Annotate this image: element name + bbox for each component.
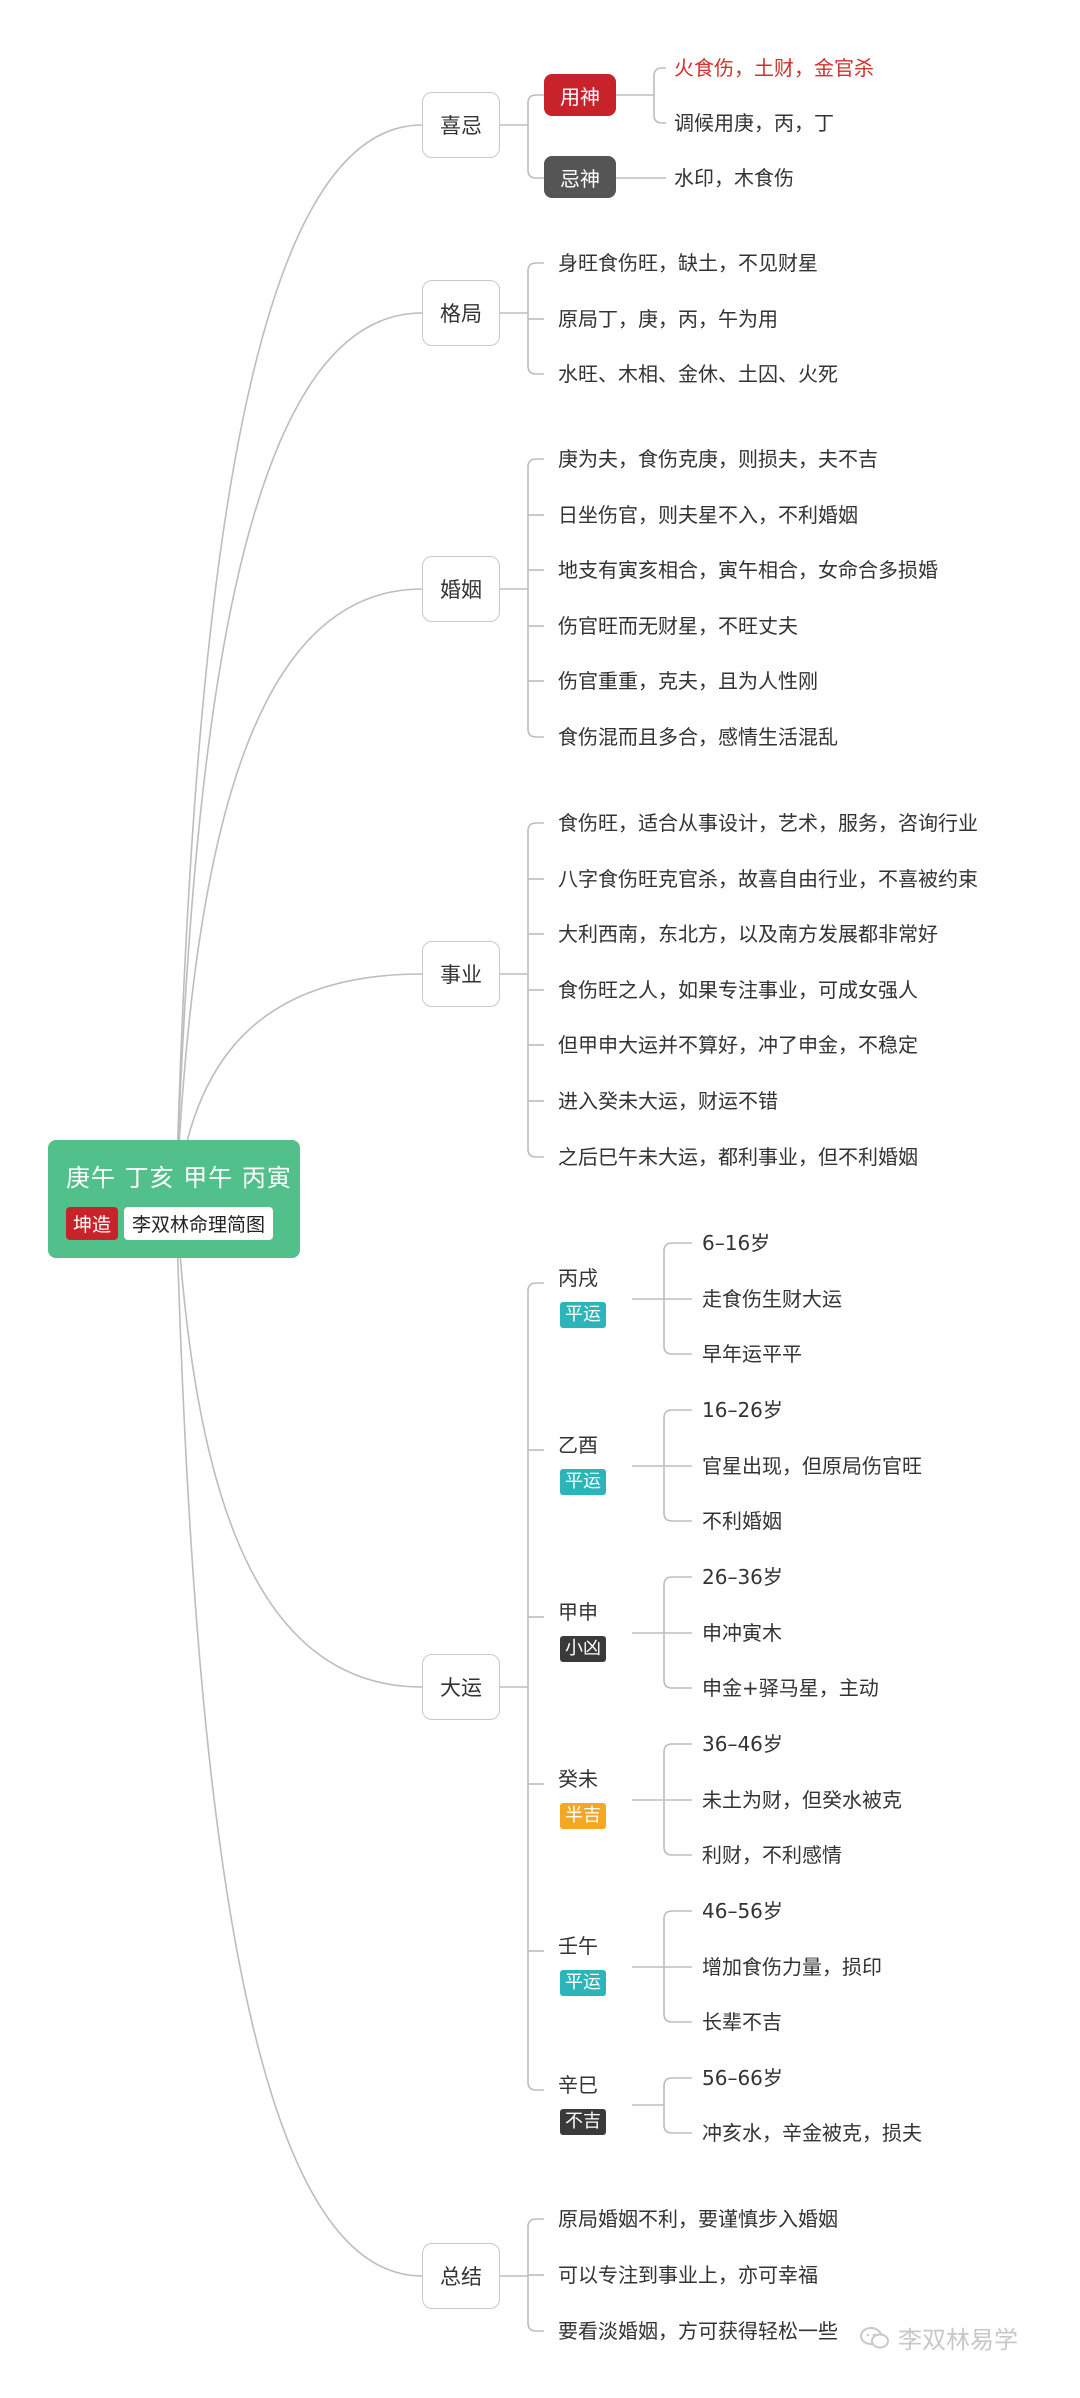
branch-xiji[interactable]: 喜忌	[422, 92, 500, 158]
yongshen-item: 调候用庚，丙，丁	[674, 111, 834, 135]
xiji-tick	[527, 94, 544, 104]
shiye-item: 八字食伤旺克官杀，故喜自由行业，不喜被约束	[558, 867, 978, 891]
period-3-tick	[663, 1743, 692, 1753]
luck-period-badge: 不吉	[560, 2109, 606, 2135]
luck-period-item: 申冲寅木	[702, 1621, 782, 1645]
hunyin-item: 食伤混而且多合，感情生活混乱	[558, 725, 838, 749]
root-connector-zongjie	[175, 1198, 423, 2277]
zongjie-item: 可以专注到事业上，亦可幸福	[558, 2263, 818, 2287]
luck-period-item: 46–56岁	[702, 1899, 783, 1923]
shiye-tick	[527, 1148, 544, 1158]
hunyin-item: 日坐伤官，则夫星不入，不利婚姻	[558, 503, 858, 527]
luck-period-name: 丙戌	[558, 1266, 598, 1290]
luck-period-badge: 小凶	[560, 1636, 606, 1662]
luck-period-badge: 半吉	[560, 1803, 606, 1829]
luck-period-item: 官星出现，但原局伤官旺	[702, 1454, 922, 1478]
branch-hunyin[interactable]: 婚姻	[422, 556, 500, 622]
dayun-tick	[527, 1282, 544, 1292]
luck-period-item: 6–16岁	[702, 1231, 771, 1255]
shiye-item: 食伤旺之人，如果专注事业，可成女强人	[558, 978, 918, 1002]
geju-item: 原局丁，庚，丙，午为用	[558, 307, 778, 331]
watermark: 李双林易学	[860, 2320, 1018, 2355]
luck-period-item: 增加食伤力量，损印	[702, 1955, 882, 1979]
geju-item: 身旺食伤旺，缺土，不见财星	[558, 251, 818, 275]
wechat-icon	[860, 2326, 889, 2348]
luck-period-name: 乙酉	[558, 1433, 598, 1457]
luck-period-item: 不利婚姻	[702, 1509, 782, 1533]
geju-tick	[527, 365, 544, 375]
hunyin-tick	[527, 458, 544, 468]
luck-period-item: 未土为财，但癸水被克	[702, 1788, 902, 1812]
zongjie-tick	[527, 2218, 544, 2228]
period-4-tick	[663, 1910, 692, 1920]
root-connector-xiji	[175, 124, 423, 1200]
period-3-tick	[663, 1846, 692, 1856]
yongshen-item: 火食伤，土财，金官杀	[674, 56, 874, 80]
luck-period-item: 56–66岁	[702, 2066, 783, 2090]
period-0-tick	[663, 1345, 692, 1355]
chart-name-badge: 李双林命理简图	[124, 1207, 274, 1240]
luck-period-item: 长辈不吉	[702, 2010, 782, 2034]
shiye-item: 大利西南，东北方，以及南方发展都非常好	[558, 922, 938, 946]
period-5-tick	[663, 2124, 692, 2134]
shiye-item: 进入癸未大运，财运不错	[558, 1089, 778, 1113]
period-1-tick	[663, 1409, 692, 1419]
branch-geju[interactable]: 格局	[422, 280, 500, 346]
yongshen-tick	[653, 67, 666, 77]
jishen-item: 水印，木食伤	[674, 166, 794, 190]
jishen-node[interactable]: 忌神	[544, 156, 616, 198]
luck-period-item: 16–26岁	[702, 1398, 783, 1422]
period-2-tick	[663, 1679, 692, 1689]
yongshen-tick	[653, 114, 666, 124]
period-1-tick	[663, 1512, 692, 1522]
branch-dayun[interactable]: 大运	[422, 1654, 500, 1720]
hunyin-item: 地支有寅亥相合，寅午相合，女命合多损婚	[558, 558, 938, 582]
geju-item: 水旺、木相、金休、土囚、火死	[558, 362, 838, 386]
period-2-tick	[663, 1576, 692, 1586]
hunyin-item: 伤官重重，克夫，且为人性刚	[558, 669, 818, 693]
luck-period-name: 辛巳	[558, 2073, 598, 2097]
luck-period-badge: 平运	[560, 1302, 606, 1328]
hunyin-item: 庚为夫，食伤克庚，则损夫，夫不吉	[558, 447, 878, 471]
period-4-tick	[663, 2013, 692, 2023]
luck-period-item: 36–46岁	[702, 1732, 783, 1756]
root-connector-geju	[175, 312, 423, 1200]
dayun-tick	[527, 2081, 544, 2091]
luck-period-badge: 平运	[560, 1970, 606, 1996]
zongjie-item: 原局婚姻不利，要谨慎步入婚姻	[558, 2207, 838, 2231]
luck-period-name: 癸未	[558, 1767, 598, 1791]
period-0-tick	[663, 1242, 692, 1252]
luck-period-item: 26–36岁	[702, 1565, 783, 1589]
shiye-item: 食伤旺，适合从事设计，艺术，服务，咨询行业	[558, 811, 978, 835]
xiji-tick	[527, 169, 544, 179]
period-5-tick	[663, 2077, 692, 2087]
branch-zongjie[interactable]: 总结	[422, 2243, 500, 2309]
hunyin-tick	[527, 728, 544, 738]
zongjie-item: 要看淡婚姻，方可获得轻松一些	[558, 2319, 838, 2343]
luck-period-item: 申金+驿马星，主动	[702, 1676, 879, 1700]
branch-shiye[interactable]: 事业	[422, 941, 500, 1007]
watermark-text: 李双林易学	[898, 2326, 1018, 2354]
root-connector-hunyin	[175, 588, 423, 1200]
gender-badge: 坤造	[66, 1207, 119, 1240]
root-node[interactable]: 庚午 丁亥 甲午 丙寅 坤造 李双林命理简图	[48, 1140, 300, 1258]
hunyin-item: 伤官旺而无财星，不旺丈夫	[558, 614, 798, 638]
luck-period-item: 走食伤生财大运	[702, 1287, 842, 1311]
shiye-tick	[527, 822, 544, 832]
shiye-item: 之后巳午未大运，都利事业，但不利婚姻	[558, 1145, 918, 1169]
geju-tick	[527, 262, 544, 272]
root-connector-dayun	[175, 1198, 423, 1688]
zongjie-tick	[527, 2322, 544, 2332]
luck-period-badge: 平运	[560, 1469, 606, 1495]
luck-period-item: 利财，不利感情	[702, 1843, 842, 1867]
shiye-item: 但甲申大运并不算好，冲了申金，不稳定	[558, 1033, 918, 1057]
root-title: 庚午 丁亥 甲午 丙寅	[66, 1164, 292, 1192]
yongshen-node[interactable]: 用神	[544, 74, 616, 116]
luck-period-name: 甲申	[558, 1600, 598, 1624]
luck-period-name: 壬午	[558, 1934, 598, 1958]
luck-period-item: 早年运平平	[702, 1342, 802, 1366]
luck-period-item: 冲亥水，辛金被克，损夫	[702, 2121, 922, 2145]
